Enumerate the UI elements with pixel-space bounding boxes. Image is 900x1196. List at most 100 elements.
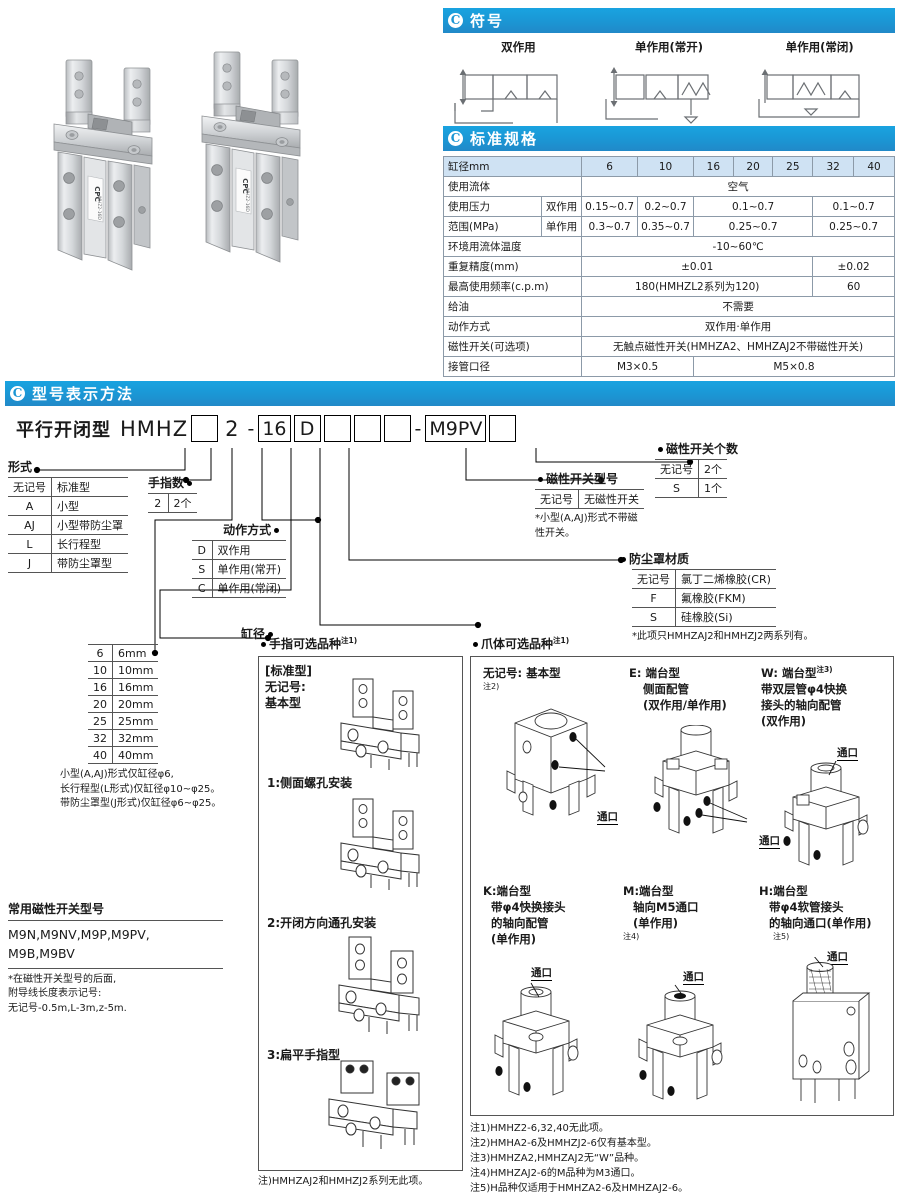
claw-w-illustration <box>783 761 869 866</box>
option-key: J <box>8 553 52 573</box>
claw-e-illustration <box>653 725 748 834</box>
spec-row-label: 给油 <box>442 296 583 317</box>
spec-cell: 0.35~0.7 <box>637 216 694 237</box>
model-code-box-claw-option[interactable] <box>353 415 381 442</box>
dust-cover-caption-text: 防尘罩材质 <box>629 552 690 566</box>
action-table-caption: 动作方式 <box>192 521 286 538</box>
option-value: 长行程型 <box>51 534 128 554</box>
spec-cell: 0.25~0.7 <box>692 216 814 237</box>
option-value: 单作用(常开) <box>212 559 287 579</box>
bore-table-notes: 小型(A,AJ)形式仅缸径φ6, 长行程型(L形式)仅缸径φ10~φ25。 带防… <box>60 768 290 812</box>
claw-option-heading: H:端台型 <box>759 883 899 899</box>
claw-option-line: 轴向M5通口 <box>633 900 699 915</box>
spec-cell: 不需要 <box>581 296 895 317</box>
claw-option-title: 端台型 <box>773 884 808 898</box>
claw-option-line: 的轴向配管 <box>491 916 549 931</box>
spec-table-row: 环境用流体温度-10~60℃ <box>442 236 895 257</box>
claw-option-sup: 注2) <box>483 682 500 692</box>
model-code-box-dust-cover[interactable] <box>383 415 411 442</box>
option-value: 2个 <box>168 493 197 513</box>
spec-cell: M3×0.5 <box>581 356 694 377</box>
claw-port-label: 通口 <box>597 811 618 825</box>
spec-cell: 0.1~0.7 <box>692 196 814 217</box>
symbol-diagram-row: 双作用 <box>443 33 895 131</box>
model-code-fingers: 2 <box>225 416 240 441</box>
spec-cell: ±0.02 <box>812 256 895 277</box>
finger-through-hole-illustration <box>338 936 420 1034</box>
spec-row-sublabel: 双作用 <box>540 196 583 217</box>
finger-side-screw-illustration <box>340 798 420 890</box>
claw-option-h: H:端台型 带φ4软管接头 的轴向通口(单作用) 注5) <box>759 883 899 942</box>
option-value: 6mm <box>112 644 159 662</box>
spec-row-label: 范围(MPa) <box>443 216 542 237</box>
spec-cell: 60 <box>812 276 895 297</box>
claw-option-code: M: <box>623 884 640 898</box>
model-section-header: C 型号表示方法 <box>5 381 895 406</box>
option-key: 无记号 <box>655 459 699 479</box>
common-switch-note-line: *在磁性开关型号的后面, <box>8 973 117 985</box>
finger-options-block: 手指可选品种注1) [标准型] 无记号: 基本型 1:侧面螺孔安装 <box>258 635 463 1190</box>
common-switch-model-line: M9B,M9BV <box>8 946 75 962</box>
leader-dot-icon <box>261 642 266 647</box>
spec-cell: -10~60℃ <box>581 236 895 257</box>
claw-option-code: K: <box>483 884 497 898</box>
finger-options-caption: 手指可选品种注1) <box>258 635 463 652</box>
spec-table-row: 使用流体空气 <box>442 176 895 197</box>
symbol-caption: 单作用(常开) <box>634 40 703 54</box>
model-code-box-switch-count[interactable] <box>489 415 517 442</box>
switch-type-note: *小型(A,AJ)形式不带磁 性开关。 <box>535 513 638 539</box>
claw-option-heading: K:端台型 <box>483 883 613 899</box>
switch-type-caption-text: 磁性开关型号 <box>546 472 619 486</box>
claw-option-sup: 注5) <box>773 932 790 942</box>
spec-cell: 无触点磁性开关(HMHZA2、HMHZAJ2不带磁性开关) <box>581 336 895 357</box>
model-section-title: 型号表示方法 <box>32 385 135 403</box>
spec-bore-header: 16 <box>692 156 734 177</box>
model-code-box-finger-option[interactable] <box>323 415 351 442</box>
option-value: 10mm <box>112 661 159 679</box>
claw-m-illustration <box>638 984 723 1100</box>
claw-option-heading: W: 端台型注3) <box>761 665 891 681</box>
option-value: 带防尘罩型 <box>51 553 128 573</box>
claw-footnote-line: 注3)HMHZA2,HMHZAJ2无“W”品种。 <box>470 1153 645 1164</box>
claw-port-label: 通口 <box>531 967 552 981</box>
form-table-caption: 形式 <box>8 460 33 474</box>
spec-row-label: 最高使用频率(c.p.m) <box>442 276 583 297</box>
claw-option-code: W: <box>761 666 778 680</box>
switch-type-row: 无记号无磁性开关 <box>535 489 644 509</box>
claw-footnote-line: 注1)HMHZ2-6,32,40无此项。 <box>470 1123 609 1134</box>
common-switch-block: 常用磁性开关型号 M9N,M9NV,M9P,M9PV, M9B,M9BV *在磁… <box>8 900 223 1016</box>
action-table-caption-text: 动作方式 <box>223 523 272 537</box>
double-acting-symbol-icon <box>454 69 558 124</box>
claw-options-panel: 无记号: 基本型 注2) <box>470 656 894 1116</box>
symbol-single-acting-nc: 单作用(常闭) <box>745 39 895 131</box>
symbol-section-header: C 符号 <box>443 8 895 33</box>
claw-options-caption-text: 爪体可选品种 <box>481 637 554 651</box>
spec-bore-header: 6 <box>581 156 639 177</box>
claw-option-title: 端台型 <box>496 884 532 898</box>
option-key: AJ <box>8 515 52 535</box>
model-code-box-form[interactable] <box>191 415 219 442</box>
option-value: 氯丁二烯橡胶(CR) <box>675 569 776 589</box>
claw-option-heading: 无记号: 基本型 <box>483 665 613 681</box>
model-code-dash-2: - <box>414 417 422 440</box>
finger-options-caption-sup: 注1) <box>341 636 358 645</box>
model-code-box-bore[interactable]: 16 <box>258 415 291 442</box>
option-value: 32mm <box>112 729 159 747</box>
option-value: 单作用(常闭) <box>212 578 287 598</box>
common-switch-note-line: 无记号-0.5m,L-3m,z-5m. <box>8 1002 127 1014</box>
model-code-box-switch-type[interactable]: M9PV <box>425 415 487 442</box>
model-code-box-action[interactable]: D <box>293 415 321 442</box>
option-key: 20 <box>88 695 113 713</box>
